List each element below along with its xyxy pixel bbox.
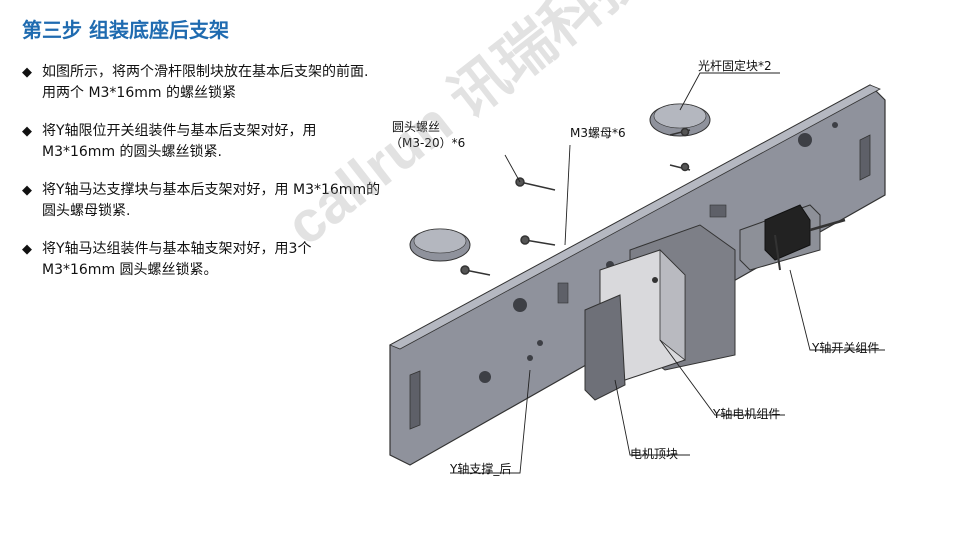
assembly-diagram: 光杆固定块*2 圆头螺丝 （M3-20）*6 M3螺母*6 Y轴开关组件 Y轴电…: [380, 55, 940, 485]
diamond-bullet-icon: ◆: [22, 65, 32, 80]
screw-label-line2: （M3-20）*6: [390, 136, 465, 150]
diamond-bullet-icon: ◆: [22, 183, 32, 198]
rod-block-top: [649, 103, 711, 137]
rod-block-label: 光杆固定块*2: [698, 58, 772, 73]
leader-lines: [450, 72, 885, 474]
instruction-item: ◆ 将Y轴限位开关组装件与基本后支架对好，用 M3*16mm 的圆头螺丝锁紧.: [22, 121, 382, 163]
switch-label: Y轴开关组件: [811, 340, 879, 355]
nut-label: M3螺母*6: [570, 126, 626, 140]
instruction-list: ◆ 如图所示，将两个滑杆限制块放在基本后支架的前面.用两个 M3*16mm 的螺…: [22, 62, 382, 298]
instruction-text: 将Y轴马达支撑块与基本后支架对好，用 M3*16mm的圆头螺母锁紧.: [42, 182, 381, 219]
top-block-label: 电机顶块: [630, 447, 678, 461]
rod-block-left: [409, 228, 471, 262]
instruction-text: 将Y轴限位开关组装件与基本后支架对好，用 M3*16mm 的圆头螺丝锁紧.: [42, 123, 317, 160]
instruction-text: 如图所示，将两个滑杆限制块放在基本后支架的前面.用两个 M3*16mm 的螺丝锁…: [42, 64, 369, 101]
page-title: 第三步 组装底座后支架: [22, 18, 229, 42]
y-motor: [584, 224, 736, 401]
support-label: Y轴支撑_后: [449, 461, 511, 476]
screw-group: [460, 127, 691, 276]
y-switch-assembly: [739, 204, 846, 271]
diamond-bullet-icon: ◆: [22, 124, 32, 139]
diamond-bullet-icon: ◆: [22, 242, 32, 257]
assembly-drawing: 光杆固定块*2 圆头螺丝 （M3-20）*6 M3螺母*6 Y轴开关组件 Y轴电…: [389, 58, 886, 476]
motor-label: Y轴电机组件: [712, 406, 780, 421]
screw-label-line1: 圆头螺丝: [392, 120, 440, 134]
instruction-text: 将Y轴马达组装件与基本轴支架对好，用3个 M3*16mm 圆头螺丝锁紧。: [42, 241, 312, 278]
instruction-item: ◆ 如图所示，将两个滑杆限制块放在基本后支架的前面.用两个 M3*16mm 的螺…: [22, 62, 382, 104]
instruction-item: ◆ 将Y轴马达支撑块与基本后支架对好，用 M3*16mm的圆头螺母锁紧.: [22, 180, 382, 222]
instruction-item: ◆ 将Y轴马达组装件与基本轴支架对好，用3个 M3*16mm 圆头螺丝锁紧。: [22, 239, 382, 281]
